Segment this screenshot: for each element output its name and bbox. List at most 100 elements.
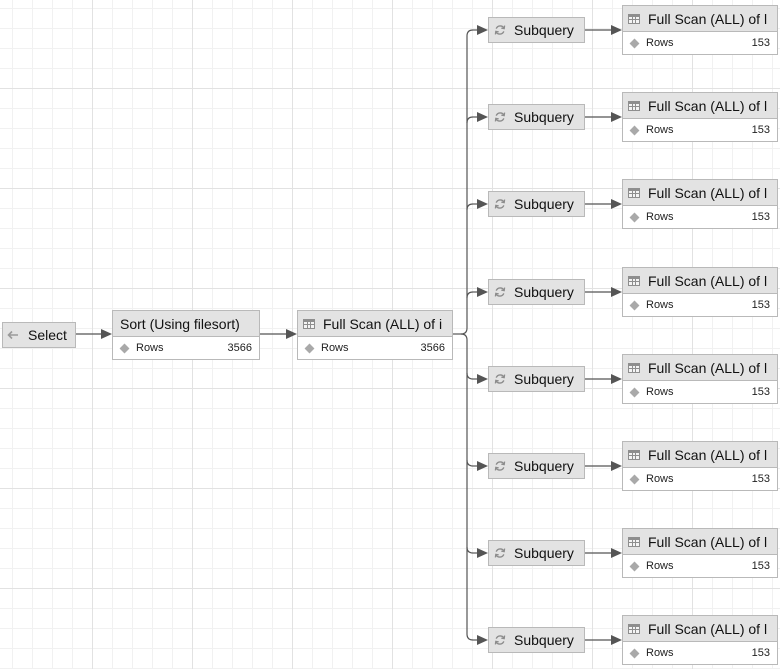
subquery-label: Subquery [514,284,574,300]
subquery-node[interactable]: Subquery [488,104,585,130]
arrowhead [286,329,297,339]
rows-label: Rows [646,386,674,398]
table-icon [628,623,640,634]
rows-label: Rows [646,647,674,659]
subquery-scan-node[interactable]: Full Scan (ALL) of l Rows 153 [622,441,778,491]
subquery-node[interactable]: Subquery [488,453,585,479]
subquery-scan-node[interactable]: Full Scan (ALL) of l Rows 153 [622,354,778,404]
scan-title: Full Scan (ALL) of l [648,97,768,114]
subquery-scan-node[interactable]: Full Scan (ALL) of l Rows 153 [622,528,778,578]
main-scan-title: Full Scan (ALL) of i [323,315,443,332]
diamond-icon [119,343,130,353]
scan-title: Full Scan (ALL) of l [648,184,768,201]
arrowhead [477,287,488,297]
scan-title: Full Scan (ALL) of l [648,620,768,637]
rows-value: 153 [751,37,770,49]
subquery-node[interactable]: Subquery [488,540,585,566]
arrowhead [611,374,622,384]
scan-title: Full Scan (ALL) of l [648,10,768,27]
subquery-label: Subquery [514,22,574,38]
rows-value: 153 [751,211,770,223]
connector-curve [460,327,468,335]
scan-title: Full Scan (ALL) of l [648,359,768,376]
connector-curve [466,116,474,124]
diamond-icon [629,125,640,135]
refresh-icon [494,287,506,297]
connector-curve [466,291,474,299]
arrowhead [477,374,488,384]
scan-title: Full Scan (ALL) of l [648,272,768,289]
table-icon [628,100,640,111]
diamond-icon [629,212,640,222]
connector-curve [466,203,474,211]
main-scan-node[interactable]: Full Scan (ALL) of i Rows 3566 [297,310,453,360]
sort-title: Sort (Using filesort) [120,315,240,332]
connector-curve [466,372,474,380]
arrowhead [611,548,622,558]
subquery-scan-node[interactable]: Full Scan (ALL) of l Rows 153 [622,92,778,142]
arrow-left-icon [7,330,18,340]
connector-curve [466,459,474,467]
connector-curve [466,546,474,554]
arrowhead [101,329,112,339]
subquery-scan-node[interactable]: Full Scan (ALL) of l Rows 153 [622,5,778,55]
subquery-node[interactable]: Subquery [488,17,585,43]
rows-label: Rows [646,211,674,223]
refresh-icon [494,199,506,209]
diamond-icon [629,474,640,484]
scan-title: Full Scan (ALL) of l [648,446,768,463]
arrowhead [611,635,622,645]
subquery-scan-node[interactable]: Full Scan (ALL) of l Rows 153 [622,179,778,229]
table-icon [628,536,640,547]
rows-label: Rows [646,124,674,136]
subquery-scan-node[interactable]: Full Scan (ALL) of l Rows 153 [622,615,778,665]
table-icon [303,318,315,329]
refresh-icon [494,548,506,558]
subquery-scan-node[interactable]: Full Scan (ALL) of l Rows 153 [622,267,778,317]
subquery-label: Subquery [514,458,574,474]
arrowhead [477,548,488,558]
diamond-icon [629,648,640,658]
rows-value: 153 [751,647,770,659]
rows-label: Rows [646,560,674,572]
arrowhead [611,112,622,122]
rows-label: Rows [646,299,674,311]
select-label: Select [28,327,67,343]
refresh-icon [494,461,506,471]
rows-label: Rows [321,342,349,354]
select-node[interactable]: Select [2,322,76,348]
subquery-label: Subquery [514,545,574,561]
connector-curve [466,29,474,37]
arrowhead [477,25,488,35]
refresh-icon [494,112,506,122]
rows-label: Rows [646,473,674,485]
rows-value: 153 [751,124,770,136]
arrowhead [477,461,488,471]
refresh-icon [494,374,506,384]
rows-value: 153 [751,473,770,485]
subquery-label: Subquery [514,109,574,125]
table-icon [628,275,640,286]
refresh-icon [494,25,506,35]
sort-node[interactable]: Sort (Using filesort) Rows 3566 [112,310,260,360]
arrowhead [611,25,622,35]
rows-value: 153 [751,386,770,398]
subquery-node[interactable]: Subquery [488,191,585,217]
subquery-node[interactable]: Subquery [488,627,585,653]
connector-curve [460,333,468,341]
subquery-node[interactable]: Subquery [488,279,585,305]
diamond-icon [629,561,640,571]
table-icon [628,449,640,460]
diamond-icon [629,38,640,48]
subquery-label: Subquery [514,371,574,387]
arrowhead [611,287,622,297]
arrowhead [477,112,488,122]
connector-curve [466,633,474,641]
rows-label: Rows [646,37,674,49]
table-icon [628,362,640,373]
rows-value: 153 [751,560,770,572]
rows-value: 153 [751,299,770,311]
subquery-node[interactable]: Subquery [488,366,585,392]
